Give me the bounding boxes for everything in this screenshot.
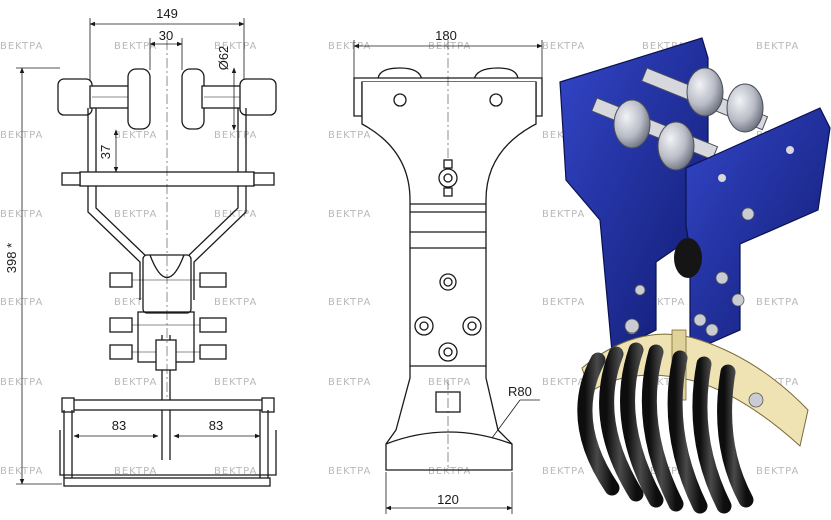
side-view-labels: 180 R80 120 [435, 28, 532, 507]
watermark-text: BEKTPA [642, 297, 686, 308]
watermark-text: BEKTPA [214, 41, 258, 52]
watermark-text: BEKTPA [542, 41, 586, 52]
dim-right-span: 83 [209, 418, 223, 433]
watermark-text: BEKTPA [214, 297, 258, 308]
side-view-dimensions [353, 40, 543, 514]
watermark-text: BEKTPA [428, 377, 472, 388]
watermark-text: BEKTPA [756, 297, 800, 308]
watermark-text: BEKTPA [214, 466, 258, 477]
watermark-text: BEKTPA [214, 377, 258, 388]
watermark-text: BEKTPA [756, 41, 800, 52]
dim-plate-width: 180 [435, 28, 457, 43]
dim-roller-gap: 30 [159, 28, 173, 43]
front-view-labels: 149 30 Ø62 37 398 * 83 83 [4, 6, 231, 433]
isometric-view [559, 37, 831, 514]
watermark-text: BEKTPA [114, 377, 158, 388]
watermark-text: BEKTPA [0, 41, 44, 52]
watermark-text: BEKTPA [328, 377, 372, 388]
watermark-text: BEKTPA [214, 209, 258, 220]
front-view-dimensions [16, 18, 261, 485]
watermark-text: BEKTPA [328, 130, 372, 141]
dim-radius: R80 [508, 384, 532, 399]
watermark-text: BEKTPA [114, 297, 158, 308]
watermark-text: BEKTPA [328, 297, 372, 308]
dim-height: 398 * [4, 243, 19, 273]
watermark-text: BEKTPA [542, 377, 586, 388]
watermark-text: BEKTPA [214, 130, 258, 141]
watermark-text: BEKTPA [542, 466, 586, 477]
watermark-text: BEKTPA [328, 209, 372, 220]
dim-roller-diameter: Ø62 [216, 46, 231, 71]
watermark-text: BEKTPA [542, 297, 586, 308]
side-view [353, 40, 543, 471]
watermark-text: BEKTPA [428, 466, 472, 477]
watermark-text: BEKTPA [114, 466, 158, 477]
watermark-text: BEKTPA [642, 377, 686, 388]
dim-overall-width: 149 [156, 6, 178, 21]
dim-offset: 37 [98, 145, 113, 159]
watermark-text: BEKTPA [328, 41, 372, 52]
watermark-text: BEKTPA [114, 209, 158, 220]
front-view [57, 40, 277, 487]
dim-saddle-width: 120 [437, 492, 459, 507]
watermark-text: BEKTPA [642, 41, 686, 52]
watermark-text: BEKTPA [114, 130, 158, 141]
watermark-text: BEKTPA [542, 209, 586, 220]
watermark-text: BEKTPA [328, 466, 372, 477]
dim-left-span: 83 [112, 418, 126, 433]
watermark-text: BEKTPA [114, 41, 158, 52]
watermark-text: BEKTPA [756, 466, 800, 477]
